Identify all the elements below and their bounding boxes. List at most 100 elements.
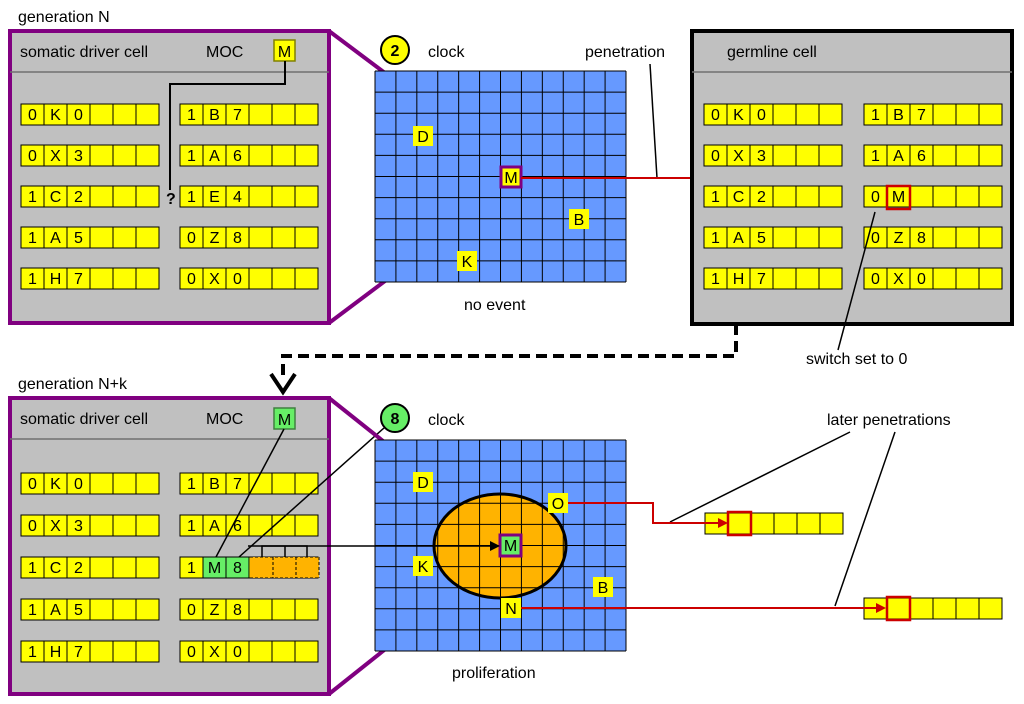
penetration-label: penetration (585, 44, 665, 61)
grid-cell-d-bottom (413, 472, 433, 492)
grid-cell-b-top (569, 209, 589, 229)
code-cell (271, 640, 296, 663)
code-cell-text: 2 (757, 189, 766, 206)
code-cell (932, 226, 957, 249)
code-cell (89, 185, 114, 208)
moc-label-bottom: MOC (206, 411, 243, 428)
code-cell (294, 514, 319, 537)
code-cell (112, 144, 137, 167)
later-code-cell (750, 512, 775, 535)
later-code-cell (909, 597, 934, 620)
later-code-cell (932, 597, 957, 620)
code-cell-text: 4 (233, 189, 242, 206)
later-code-cell (955, 597, 980, 620)
code-cell (955, 103, 980, 126)
code-cell-text: 8 (233, 560, 242, 577)
later-code-cell (773, 512, 798, 535)
code-cell (89, 514, 114, 537)
code-cell (271, 144, 296, 167)
code-cell-text: 1 (187, 476, 196, 493)
code-cell (135, 640, 160, 663)
moc-pointer-line-bottom (215, 428, 285, 558)
code-cell (818, 267, 843, 290)
code-cell (772, 226, 797, 249)
code-cell (112, 556, 137, 579)
clock-value-bottom: 8 (391, 411, 400, 428)
code-cell-text: E (209, 189, 220, 206)
code-cell-text: 8 (233, 602, 242, 619)
code-cell (89, 598, 114, 621)
code-cell-text: A (50, 230, 61, 247)
code-cell (818, 144, 843, 167)
code-cell-text: 6 (917, 148, 926, 165)
clock-circle-bottom (380, 403, 410, 433)
code-cell-text: 3 (74, 148, 83, 165)
code-cell-text: 6 (233, 518, 242, 535)
code-cell-text: 3 (74, 518, 83, 535)
moc-value-top: M (278, 44, 291, 61)
later-code-cell (886, 597, 911, 620)
germline-title: germline cell (727, 44, 817, 61)
code-cell-text: K (50, 107, 61, 124)
code-cell-text: A (209, 518, 220, 535)
code-cell (89, 103, 114, 126)
code-cell (135, 472, 160, 495)
code-cell (271, 185, 296, 208)
code-cell (294, 185, 319, 208)
code-cell-text: 1 (28, 189, 37, 206)
code-cell (248, 640, 273, 663)
code-cell (932, 267, 957, 290)
code-cell-text: 0 (757, 107, 766, 124)
later-penetration-strip-1 (704, 512, 844, 535)
code-cell-text: K (50, 476, 61, 493)
code-cell (112, 185, 137, 208)
code-cell (248, 472, 273, 495)
code-cell-text: 1 (28, 644, 37, 661)
code-cell (772, 185, 797, 208)
code-cell-text: A (50, 602, 61, 619)
code-cell (135, 144, 160, 167)
event-label-top: no event (464, 297, 526, 314)
code-cell-text: 5 (757, 230, 766, 247)
code-cell (294, 598, 319, 621)
code-cell-text: 8 (917, 230, 926, 247)
proliferation-slots (250, 545, 320, 579)
code-cell (248, 103, 273, 126)
code-cell (978, 267, 1003, 290)
code-cell (795, 103, 820, 126)
grid-cell-d-top (413, 126, 433, 146)
code-cell-text: 7 (757, 271, 766, 288)
code-cell-text: M (892, 189, 905, 206)
code-cell (89, 144, 114, 167)
grid-letter-b-bottom: B (598, 580, 609, 597)
code-cell (818, 103, 843, 126)
code-cell-text: 0 (187, 644, 196, 661)
code-cell (135, 185, 160, 208)
code-cell (248, 144, 273, 167)
somatic-title-top: somatic driver cell (20, 44, 148, 61)
moc-box-bottom (273, 407, 296, 430)
code-cell-text: H (50, 644, 62, 661)
code-cell (135, 226, 160, 249)
code-cell-text: B (209, 476, 220, 493)
clock-label-top: clock (428, 44, 465, 61)
later-code-cell (796, 512, 821, 535)
code-cell-text: Z (210, 602, 220, 619)
code-cell (89, 226, 114, 249)
code-cell-text: 1 (187, 560, 196, 577)
clock-value-top: 2 (391, 43, 400, 60)
later-penetration-arrowhead-1 (718, 518, 728, 528)
later-penetration-arrowhead-2 (876, 603, 886, 613)
code-cell (271, 267, 296, 290)
code-cell-text: C (50, 560, 62, 577)
code-cell-text: 0 (871, 230, 880, 247)
code-cell (112, 640, 137, 663)
moc-pointer-line-top (169, 61, 286, 190)
code-cell-text: 1 (711, 230, 720, 247)
code-cell-text: 0 (28, 518, 37, 535)
grid-cell-k-bottom (413, 556, 433, 576)
code-cell-text: 7 (74, 644, 83, 661)
